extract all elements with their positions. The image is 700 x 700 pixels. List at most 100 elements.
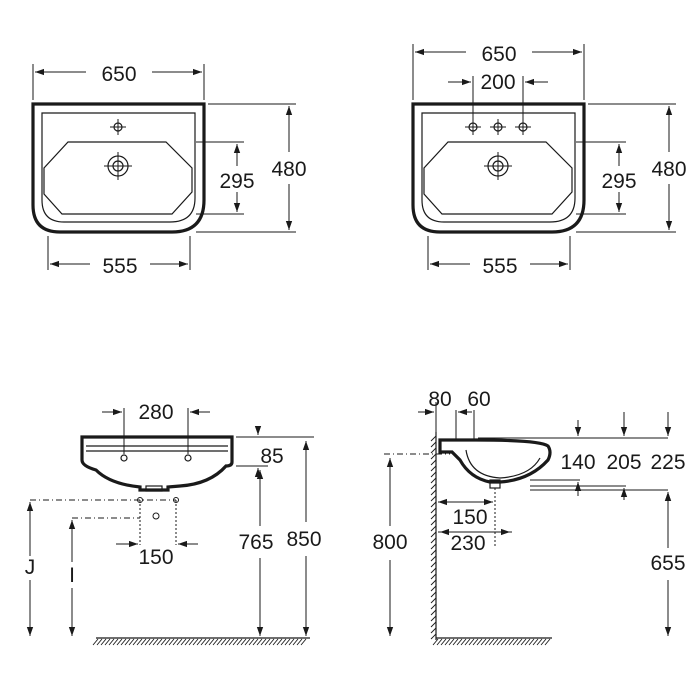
hatch-stroke xyxy=(430,447,437,454)
hatch-stroke xyxy=(430,579,437,586)
dim-depth-total: 480 xyxy=(651,158,686,181)
floor-hatch xyxy=(92,638,307,646)
hatch-stroke xyxy=(260,638,267,646)
hatch-stroke xyxy=(430,603,437,610)
hatch-stroke xyxy=(430,615,437,622)
dim-height-655: 655 xyxy=(650,552,685,575)
hatch-stroke xyxy=(430,477,437,484)
hatch-stroke xyxy=(272,638,279,646)
dim-drop-205: 205 xyxy=(606,451,641,474)
dim-rim-thickness: 85 xyxy=(260,445,283,468)
hatch-stroke xyxy=(430,555,437,562)
hatch-stroke xyxy=(512,638,519,646)
dim-drop-140: 140 xyxy=(560,451,595,474)
hatch-stroke xyxy=(430,483,437,490)
dim-wall-height: 800 xyxy=(372,531,407,554)
dim-depth-total: 480 xyxy=(271,158,306,181)
hatch-stroke xyxy=(264,638,271,646)
dim-width-bottom: 555 xyxy=(482,255,517,278)
hatch-stroke xyxy=(188,638,195,646)
hatch-stroke xyxy=(288,638,295,646)
tap-hole-center-icon xyxy=(490,119,506,135)
hatch-stroke xyxy=(430,543,437,550)
hatch-stroke xyxy=(140,638,147,646)
drain-icon xyxy=(104,152,132,180)
basin-inner-rim xyxy=(41,112,196,223)
hatch-stroke xyxy=(520,638,527,646)
hatch-stroke xyxy=(204,638,211,646)
hatch-stroke xyxy=(536,638,543,646)
waste-left-point-icon xyxy=(137,497,143,503)
hatch-stroke xyxy=(148,638,155,646)
drain-stub xyxy=(145,485,163,492)
dim-height-overflow: 765 xyxy=(238,531,273,554)
front-elevation-view: 280 85 150 J I 765 xyxy=(25,401,322,646)
basin-inner-rim xyxy=(421,112,576,223)
waste-right-point-icon xyxy=(173,497,179,503)
hatch-stroke xyxy=(180,638,187,646)
hatch-stroke xyxy=(492,638,499,646)
hatch-stroke xyxy=(168,638,175,646)
hatch-stroke xyxy=(192,638,199,646)
hatch-stroke xyxy=(256,638,263,646)
dim-drop-225: 225 xyxy=(650,451,685,474)
hatch-stroke xyxy=(430,585,437,592)
hatch-stroke xyxy=(430,519,437,526)
hatch-stroke xyxy=(164,638,171,646)
hatch-stroke xyxy=(216,638,223,646)
hatch-stroke xyxy=(500,638,507,646)
hatch-stroke xyxy=(248,638,255,646)
hatch-stroke xyxy=(476,638,483,646)
waste-point-icon xyxy=(152,512,160,520)
hatch-stroke xyxy=(116,638,123,646)
hatch-stroke xyxy=(200,638,207,646)
dim-tap-offset: 60 xyxy=(467,388,490,411)
side-elevation-view: 80 60 140 205 225 800 150 230 xyxy=(372,388,686,646)
basin-outline xyxy=(411,102,586,234)
bowl-outline xyxy=(43,141,193,215)
dim-trap-150: 150 xyxy=(452,506,487,529)
hatch-stroke xyxy=(430,597,437,604)
hatch-stroke xyxy=(516,638,523,646)
hatch-stroke xyxy=(92,638,99,646)
hatch-stroke xyxy=(440,638,447,646)
hatch-stroke xyxy=(176,638,183,646)
floor-hatch xyxy=(432,638,551,646)
hatch-stroke xyxy=(240,638,247,646)
hatch-stroke xyxy=(460,638,467,646)
hatch-stroke xyxy=(488,638,495,646)
hatch-stroke xyxy=(228,638,235,646)
tap-hole-icon xyxy=(110,119,126,135)
hatch-stroke xyxy=(430,573,437,580)
hatch-stroke xyxy=(220,638,227,646)
hatch-stroke xyxy=(268,638,275,646)
hatch-stroke xyxy=(524,638,531,646)
dim-height-rim: 850 xyxy=(286,528,321,551)
hatch-stroke xyxy=(152,638,159,646)
tap-hole-left-icon xyxy=(465,119,481,135)
hatch-stroke xyxy=(480,638,487,646)
hatch-stroke xyxy=(430,591,437,598)
hatch-stroke xyxy=(100,638,107,646)
hatch-stroke xyxy=(104,638,111,646)
hatch-stroke xyxy=(430,525,437,532)
hatch-stroke xyxy=(96,638,103,646)
hatch-stroke xyxy=(244,638,251,646)
wall-hatch xyxy=(430,435,437,640)
hatch-stroke xyxy=(430,531,437,538)
hatch-stroke xyxy=(232,638,239,646)
outlet-right-icon xyxy=(184,454,192,462)
hatch-stroke xyxy=(196,638,203,646)
hatch-stroke xyxy=(496,638,503,646)
hatch-stroke xyxy=(120,638,127,646)
hatch-stroke xyxy=(430,621,437,628)
hatch-stroke xyxy=(184,638,191,646)
hatch-stroke xyxy=(484,638,491,646)
hatch-stroke xyxy=(430,495,437,502)
top-right-plan-view: 650 200 555 295 480 xyxy=(411,43,687,278)
hatch-stroke xyxy=(528,638,535,646)
hatch-stroke xyxy=(430,501,437,508)
dim-width-top: 650 xyxy=(481,43,516,66)
hatch-stroke xyxy=(284,638,291,646)
